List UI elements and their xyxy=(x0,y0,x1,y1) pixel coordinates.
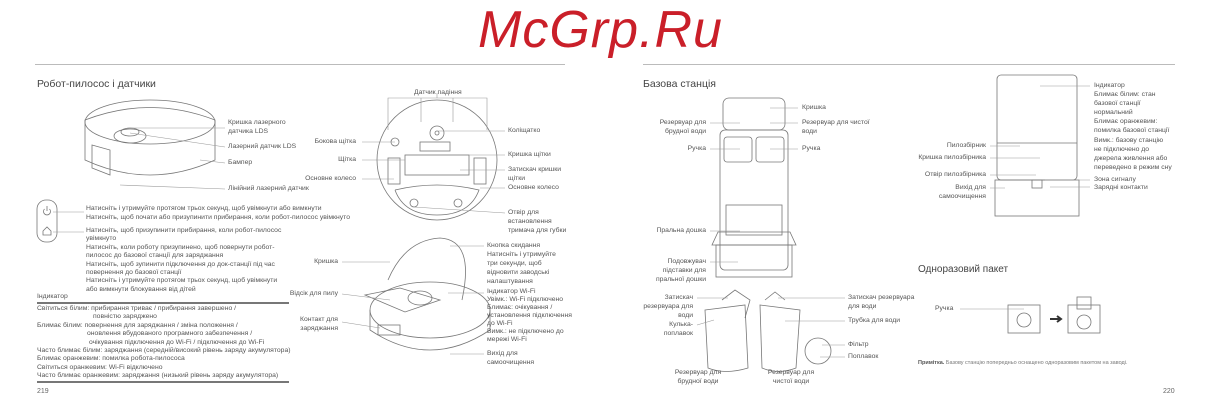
label-lid: Кришка xyxy=(314,258,338,265)
label-lds: Лазерний датчик LDS xyxy=(228,143,297,150)
label-bumper: Бампер xyxy=(228,159,253,166)
section-title: Базова станція xyxy=(643,78,716,90)
home-button-desc: Натисніть, щоб призупинити прибирання, к… xyxy=(86,227,282,293)
page-number: 219 xyxy=(37,388,49,395)
water-tanks-drawing xyxy=(696,289,845,372)
page-number: 220 xyxy=(1163,388,1175,395)
section-title: Робот-пилосос і датчики xyxy=(37,78,156,90)
label-main-wheel-left: Основне колесо xyxy=(305,175,356,182)
robot-bottom-view-drawing xyxy=(362,93,506,221)
indicator-heading: Індикатор xyxy=(37,293,68,300)
label-dust-bin-lid: Кришка пилозбірника xyxy=(918,154,986,161)
label-caster: Коліщатко xyxy=(508,127,541,134)
note: Примітка. Базову станцію попередньо осна… xyxy=(918,360,1128,366)
button-panel xyxy=(36,199,84,243)
label-main-wheel-right: Основне колесо xyxy=(508,184,559,191)
top-rule xyxy=(643,64,1175,65)
label-line-laser: Лінійний лазерний датчик xyxy=(228,185,309,192)
label-float-ball: Кулька-поплавок xyxy=(663,321,693,337)
dust-station-drawing xyxy=(990,74,1090,217)
label-dust-hole: Отвір пилозбірника xyxy=(924,171,986,178)
top-rule xyxy=(35,64,565,65)
power-icon xyxy=(43,206,51,216)
base-station-front-drawing xyxy=(710,97,798,278)
label-dust-bin: Пилозбірник xyxy=(946,142,986,149)
label-station-lid: Кришка xyxy=(802,104,826,111)
label-handle-left: Ручка xyxy=(687,145,706,152)
label-handle-right: Ручка xyxy=(802,145,821,152)
power-button-desc: Натисніть і утримуйте протягом трьох сек… xyxy=(86,205,351,221)
label-dustbin: Відсік для пилу xyxy=(289,290,338,297)
label-bag-handle: Ручка xyxy=(935,305,954,312)
watermark: McGrp.Ru xyxy=(478,1,723,59)
label-water-pipe: Трубка для води xyxy=(848,317,901,324)
robot-top-view-drawing xyxy=(84,99,226,190)
table-rule xyxy=(37,302,289,304)
label-side-brush: Бокова щітка xyxy=(314,138,356,145)
label-float: Поплавок xyxy=(848,353,879,360)
bag-title: Одноразовий пакет xyxy=(918,264,1009,275)
label-brush-cover: Кришка щітки xyxy=(508,151,551,158)
label-filter: Фільтр xyxy=(848,341,869,348)
home-icon xyxy=(42,226,52,236)
robot-iso-view-drawing xyxy=(341,237,491,355)
indicator-table: Світиться білим: прибирання триває / при… xyxy=(37,305,291,380)
label-cliff-sensor: Датчик падіння xyxy=(414,89,462,96)
bag-drawing xyxy=(960,296,1101,334)
label-brush: Щітка xyxy=(338,156,356,163)
label-signal-zone: Зона сигналу xyxy=(1094,176,1136,183)
label-charging-contacts-station: Зарядні контакти xyxy=(1094,184,1148,191)
table-rule xyxy=(37,381,289,383)
label-wash-board: Пральна дошка xyxy=(656,227,706,234)
